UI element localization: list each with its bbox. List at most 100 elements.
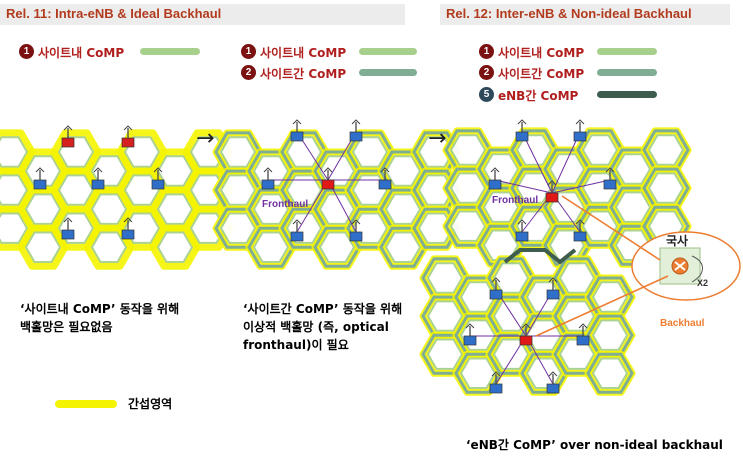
- cell-hex: [318, 231, 356, 263]
- legend-label-intra-site: 사이트내 CoMP: [38, 46, 125, 60]
- remote-radio-icon: [546, 383, 560, 394]
- cell-hex: [417, 136, 455, 168]
- backhaul-link: [561, 195, 661, 261]
- cell-hex: [24, 231, 62, 263]
- inter-enb-border: [503, 248, 577, 265]
- num-badge-5: 5: [479, 87, 494, 102]
- remote-radio-icon: [603, 179, 617, 190]
- left-header: Rel. 11: Intra-eNB & Ideal Backhaul: [0, 4, 405, 25]
- central-baseband-icon: [519, 335, 533, 346]
- legend-bar-intra-site: [140, 48, 200, 55]
- cell-hex: [318, 193, 356, 225]
- remote-radio-icon: [349, 231, 363, 242]
- antenna-icon: [575, 219, 585, 225]
- fronthaul-link: [521, 131, 553, 194]
- legend-right-intra: 1 사이트내 CoMP: [479, 44, 679, 62]
- cell-hex: [351, 174, 389, 206]
- antenna-icon: [263, 167, 273, 173]
- antenna-icon: [351, 119, 361, 125]
- interference-legend-label: 간섭영역: [128, 397, 173, 411]
- antenna-icon: [63, 125, 73, 131]
- cell-hex: [24, 193, 62, 225]
- legend-bar-intra-site: [597, 48, 657, 55]
- fronthaul-link: [494, 179, 553, 194]
- arrow-right-1: →: [196, 126, 215, 151]
- backhaul-label: Backhaul: [660, 318, 705, 329]
- caption-mid-line1: ‘사이트간 CoMP’ 동작을 위해: [243, 302, 403, 316]
- antenna-icon: [490, 167, 500, 173]
- cell-hex: [647, 134, 685, 166]
- cell-hex: [459, 357, 497, 389]
- antenna-icon: [323, 167, 333, 173]
- central-baseband-icon: [321, 179, 335, 190]
- remote-radio-icon: [349, 131, 363, 142]
- antenna-icon: [93, 167, 103, 173]
- legend-bar-intra-site: [359, 48, 417, 55]
- antenna-icon: [491, 277, 501, 283]
- router-cross: [674, 261, 686, 271]
- fronthaul-label-mid: Fronthaul: [262, 199, 309, 210]
- hex-cells-layer: [0, 127, 692, 396]
- antenna-icon: [548, 371, 558, 377]
- caption-mid: ‘사이트간 CoMP’ 동작을 위해 이상적 백홀망 (즉, optical f…: [243, 300, 402, 354]
- remote-radio-icon: [573, 131, 587, 142]
- cell-hex: [0, 136, 29, 168]
- cell-hex: [351, 136, 389, 168]
- num-badge-1: 1: [241, 44, 256, 59]
- legend-label-inter-enb: eNB간 CoMP: [498, 89, 579, 103]
- cell-hex: [384, 231, 422, 263]
- num-badge-1: 1: [19, 44, 34, 59]
- cell-hex: [591, 319, 629, 351]
- cell-hex: [614, 191, 652, 223]
- caption-left-line1: ‘사이트내 CoMP’ 동작을 위해: [20, 302, 180, 316]
- base-station-icon: [61, 229, 75, 240]
- antenna-icon: [292, 219, 302, 225]
- antenna-icon: [517, 219, 527, 225]
- central-office-label: 국사: [666, 234, 689, 248]
- central-baseband-icon: [545, 192, 559, 203]
- cell-hex: [426, 300, 464, 332]
- base-station-icon: [33, 179, 47, 190]
- legend-label-inter-site: 사이트간 CoMP: [260, 67, 347, 81]
- cell-hex: [57, 174, 95, 206]
- cell-hex: [219, 212, 257, 244]
- legend-bar-inter-site: [359, 69, 417, 76]
- base-station-icon: [121, 229, 135, 240]
- num-badge-2: 2: [241, 65, 256, 80]
- cell-hex: [492, 300, 530, 332]
- remote-radio-icon: [290, 231, 304, 242]
- cell-hex: [614, 153, 652, 185]
- remote-radio-icon: [261, 179, 275, 190]
- cell-hex: [591, 281, 629, 313]
- cell-hex: [548, 191, 586, 223]
- remote-radio-icon: [573, 231, 587, 242]
- inter-site-hex: [586, 352, 634, 394]
- num-badge-2: 2: [479, 65, 494, 80]
- cell-hex: [482, 153, 520, 185]
- nodes-layer: [33, 119, 617, 394]
- num-badge-1: 1: [479, 44, 494, 59]
- caption-left-line2: 백홀망은 필요없음: [20, 320, 113, 334]
- interference-legend-bar: [55, 400, 117, 408]
- base-station-icon: [151, 179, 165, 190]
- cell-hex: [558, 300, 596, 332]
- cell-hex: [252, 231, 290, 263]
- antenna-icon: [548, 277, 558, 283]
- antenna-icon: [153, 167, 163, 173]
- left-header-title: Rel. 11: Intra-eNB & Ideal Backhaul: [6, 6, 222, 21]
- remote-radio-icon: [378, 179, 392, 190]
- legend-label-inter-site: 사이트간 CoMP: [498, 67, 585, 81]
- antenna-icon: [578, 323, 588, 329]
- antenna-icon: [547, 180, 557, 186]
- antenna-icon: [575, 119, 585, 125]
- cell-hex: [123, 174, 161, 206]
- fronthaul-link: [551, 179, 611, 194]
- cell-hex: [0, 212, 29, 244]
- legend-bar-inter-site: [597, 69, 657, 76]
- antenna-icon: [63, 217, 73, 223]
- remote-radio-icon: [463, 335, 477, 346]
- remote-radio-icon: [488, 179, 502, 190]
- right-header: Rel. 12: Inter-eNB & Non-ideal Backhaul: [440, 4, 730, 25]
- cell-hex: [558, 262, 596, 294]
- inter-site-hex: [412, 207, 460, 249]
